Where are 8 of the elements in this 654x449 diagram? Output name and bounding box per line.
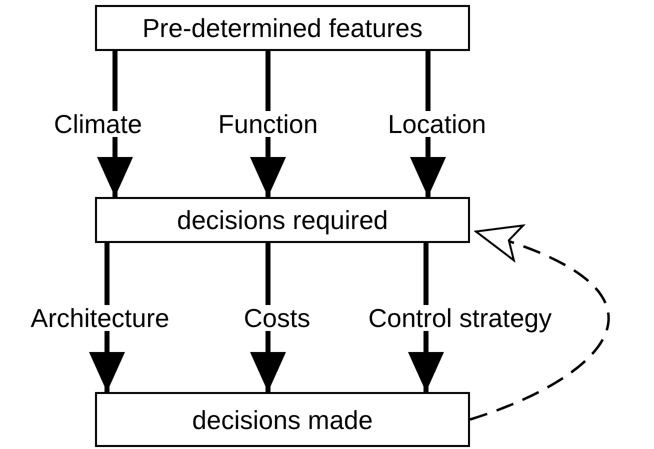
process-box <box>95 197 470 243</box>
process-box <box>95 5 470 51</box>
box-label: decisions required <box>176 207 388 233</box>
box-label: Pre-determined features <box>142 15 423 41</box>
dashed-feedback-arrow <box>470 226 610 421</box>
process-box <box>95 392 470 447</box>
box-label: decisions made <box>192 406 373 432</box>
edge-label: Architecture <box>28 304 172 330</box>
